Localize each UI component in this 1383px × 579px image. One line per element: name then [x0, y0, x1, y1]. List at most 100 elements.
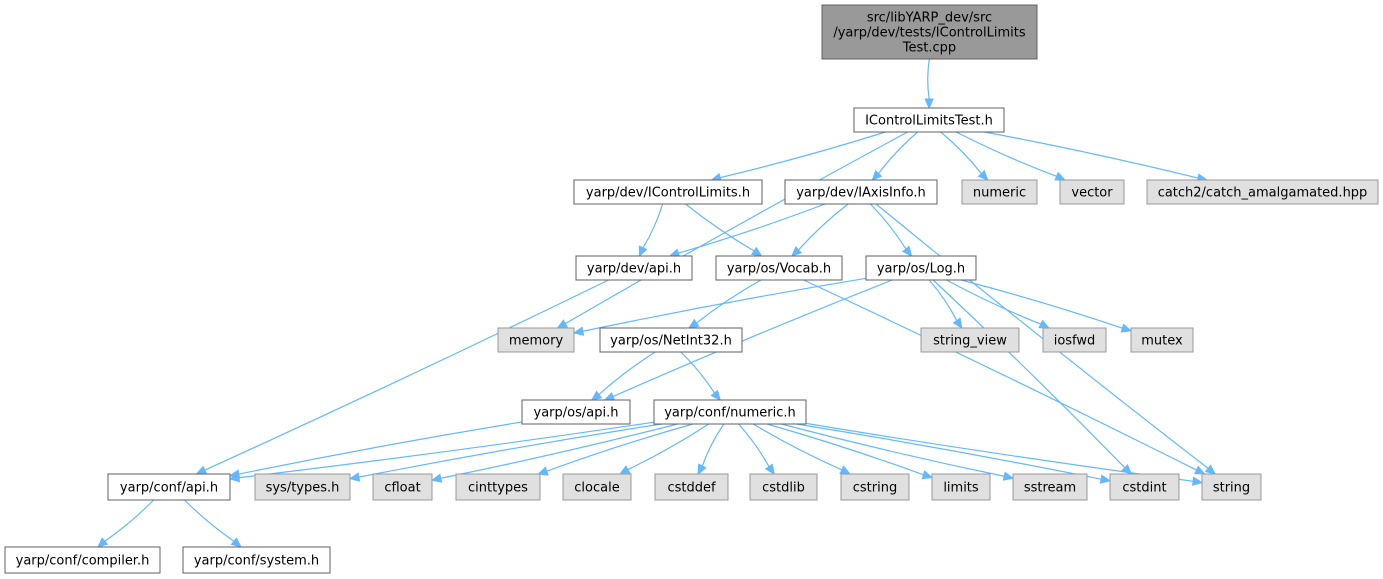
- edge-arrowhead: [537, 466, 549, 476]
- node-cfloat: cfloat: [372, 473, 433, 501]
- node-label: yarp/dev/api.h: [587, 262, 681, 277]
- edge-line: [878, 131, 919, 174]
- node-box: [1042, 327, 1107, 353]
- node-netint32[interactable]: yarp/os/NetInt32.h: [599, 327, 743, 353]
- edge-log-to-mutex: [961, 279, 1133, 333]
- edge-arrowhead: [750, 246, 763, 257]
- edge-arrowhead: [1204, 464, 1217, 475]
- node-label: string: [1213, 481, 1250, 496]
- edge-arrowhead: [697, 463, 707, 476]
- node-label: yarp/conf/system.h: [194, 554, 319, 569]
- node-label: Test.cpp: [902, 41, 956, 56]
- edge-arrowhead: [638, 245, 648, 258]
- node-box: [784, 179, 938, 205]
- node-label: catch2/catch_amalgamated.hpp: [1158, 186, 1368, 201]
- node-box: [455, 473, 541, 501]
- edge-conf_numeric-to-limits: [766, 423, 934, 480]
- node-label: IControlLimitsTest.h: [865, 114, 993, 129]
- edge-line: [798, 203, 849, 251]
- node-cstdlib: cstdlib: [749, 473, 818, 501]
- edge-test_h-to-catch2: [984, 131, 1209, 183]
- edge-conf_numeric-to-sstream: [781, 423, 1015, 481]
- node-box: [961, 179, 1038, 205]
- node-box: [1130, 327, 1194, 353]
- edge-arrowhead: [230, 537, 242, 548]
- edge-line: [104, 499, 155, 542]
- edge-line: [766, 423, 924, 476]
- edge-line: [612, 279, 893, 398]
- node-box: [931, 473, 991, 501]
- node-box: [920, 327, 1020, 353]
- edge-line: [238, 421, 523, 475]
- edge-arrowhead: [710, 389, 721, 401]
- node-box: [1059, 179, 1125, 205]
- node-root[interactable]: src/libYARP_dev/src/yarp/dev/tests/ICont…: [821, 4, 1038, 60]
- node-catch2: catch2/catch_amalgamated.hpp: [1146, 179, 1379, 205]
- edge-os_api-to-conf_api: [228, 421, 523, 479]
- edge-arrowhead: [901, 245, 913, 257]
- node-label: yarp/os/NetInt32.h: [610, 334, 732, 349]
- node-cstddef: cstddef: [654, 473, 729, 501]
- node-label: sys/types.h: [266, 481, 340, 496]
- node-label: string_view: [933, 334, 1007, 349]
- edge-line: [564, 131, 908, 325]
- node-log[interactable]: yarp/os/Log.h: [865, 255, 977, 281]
- edge-line: [642, 203, 664, 249]
- node-label: cstring: [853, 481, 897, 496]
- edge-test_h-to-iaxisinfo: [871, 131, 919, 181]
- node-test_h[interactable]: IControlLimitsTest.h: [853, 107, 1005, 133]
- node-mutex: mutex: [1130, 327, 1194, 353]
- node-label: yarp/conf/compiler.h: [16, 554, 150, 569]
- edge-arrowhead: [1002, 471, 1015, 481]
- edge-log-to-string_view: [928, 279, 963, 330]
- node-box: [372, 473, 433, 501]
- edge-iaxisinfo-to-vocab: [791, 203, 849, 257]
- nodes-layer: src/libYARP_dev/src/yarp/dev/tests/ICont…: [4, 4, 1379, 574]
- edge-arrowhead: [556, 319, 569, 329]
- node-box: [599, 327, 743, 353]
- node-system[interactable]: yarp/conf/system.h: [182, 546, 331, 574]
- edge-line: [955, 131, 1057, 177]
- node-box: [254, 473, 351, 501]
- node-icontrollimits[interactable]: yarp/dev/IControlLimits.h: [573, 179, 763, 205]
- edge-line: [961, 279, 1123, 329]
- node-string_view: string_view: [920, 327, 1020, 353]
- edge-line: [546, 423, 694, 472]
- edge-line: [738, 423, 770, 467]
- node-box: [865, 255, 977, 281]
- edge-vocab-to-string: [803, 279, 1206, 475]
- node-label: mutex: [1141, 334, 1183, 349]
- edge-line: [781, 423, 1005, 477]
- node-compiler[interactable]: yarp/conf/compiler.h: [4, 546, 161, 574]
- edge-arrowhead: [687, 318, 700, 329]
- node-box: [1012, 473, 1088, 501]
- edge-log-to-cstdint: [932, 279, 1133, 475]
- node-dev_api[interactable]: yarp/dev/api.h: [575, 255, 693, 281]
- edges-layer: [96, 58, 1217, 548]
- node-label: limits: [943, 481, 979, 496]
- edge-arrowhead: [228, 472, 241, 483]
- node-os_api[interactable]: yarp/os/api.h: [521, 399, 631, 425]
- node-conf_numeric[interactable]: yarp/conf/numeric.h: [653, 399, 807, 425]
- node-box: [749, 473, 818, 501]
- edge-netint32-to-conf_numeric: [680, 351, 721, 401]
- node-clocale: clocale: [562, 473, 632, 501]
- edge-line: [685, 203, 755, 252]
- node-label: cstdlib: [762, 481, 805, 496]
- node-box: [497, 327, 575, 353]
- node-iaxisinfo[interactable]: yarp/dev/IAxisInfo.h: [784, 179, 938, 205]
- edge-arrowhead: [430, 473, 443, 483]
- edge-line: [204, 279, 609, 471]
- edge-line: [680, 351, 715, 394]
- node-vocab[interactable]: yarp/os/Vocab.h: [715, 255, 843, 281]
- edge-line: [582, 277, 867, 332]
- node-label: cinttypes: [468, 481, 528, 496]
- node-vector: vector: [1059, 179, 1125, 205]
- edge-arrowhead: [1194, 465, 1206, 475]
- edge-iaxisinfo-to-string: [875, 203, 1217, 475]
- node-conf_api[interactable]: yarp/conf/api.h: [107, 473, 231, 501]
- edge-log-to-memory: [572, 277, 867, 336]
- edge-line: [238, 421, 655, 479]
- edge-line: [184, 499, 235, 542]
- edge-conf_numeric-to-sys_types: [348, 423, 662, 482]
